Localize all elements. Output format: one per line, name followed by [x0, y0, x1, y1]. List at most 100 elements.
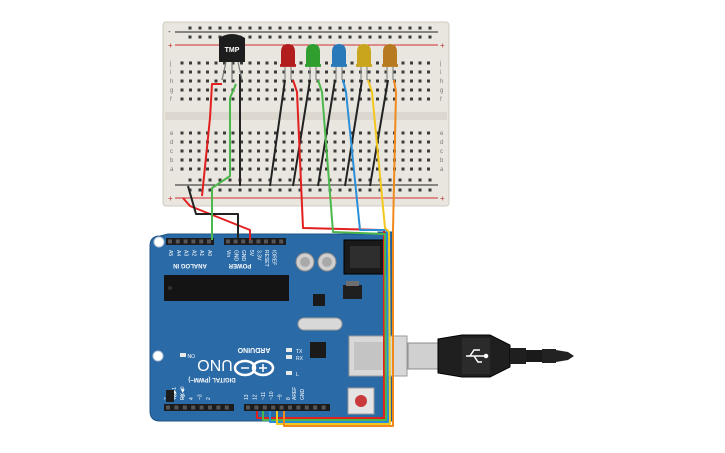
- bb-hole: [316, 140, 320, 144]
- bb-hole: [180, 61, 184, 65]
- header-pin[interactable]: [199, 239, 204, 244]
- wire-red-sensor[interactable]: [201, 83, 222, 197]
- header-pin[interactable]: [233, 239, 238, 244]
- header-pin[interactable]: [174, 405, 179, 410]
- bb-hole: [367, 88, 371, 92]
- header-pin[interactable]: [304, 405, 309, 410]
- bb-hole: [376, 70, 379, 74]
- header-pin[interactable]: [199, 405, 204, 410]
- digital-header-high[interactable]: [244, 404, 330, 411]
- header-pin[interactable]: [191, 239, 196, 244]
- bb-hole: [257, 158, 260, 162]
- header-pin-holes: [166, 239, 326, 410]
- led-blue[interactable]: [331, 44, 347, 80]
- header-pin[interactable]: [246, 405, 250, 410]
- header-pin[interactable]: [264, 239, 268, 244]
- bb-hole: [359, 97, 362, 101]
- header-pin[interactable]: [191, 405, 196, 410]
- rail-hole: [248, 35, 252, 39]
- wire-black-gnd[interactable]: [187, 185, 239, 240]
- wire-yellow-pin[interactable]: [276, 79, 391, 425]
- header-pin[interactable]: [262, 405, 267, 410]
- usb-cable[interactable]: [407, 334, 574, 378]
- bb-hole: [240, 79, 243, 83]
- digital-header-low[interactable]: [164, 404, 234, 411]
- wire-green-pin[interactable]: [262, 79, 387, 421]
- pin-label-gnd: GND: [300, 389, 306, 401]
- header-pin[interactable]: [279, 239, 284, 244]
- wire-black-led1[interactable]: [269, 79, 286, 187]
- bb-hole: [265, 79, 269, 83]
- rail-hole: [208, 188, 212, 192]
- rail-hole: [188, 26, 192, 30]
- bb-hole: [359, 158, 362, 162]
- header-pin[interactable]: [183, 239, 188, 244]
- led-red[interactable]: [280, 44, 296, 80]
- sensor-label: TMP: [225, 47, 240, 54]
- header-pin[interactable]: [321, 405, 326, 410]
- bb-hole: [427, 88, 430, 92]
- bb-hole: [180, 97, 184, 101]
- bb-hole: [274, 167, 277, 171]
- bb-hole: [325, 79, 328, 83]
- wire-black-led2[interactable]: [292, 79, 311, 187]
- bb-hole: [197, 97, 201, 101]
- power-header[interactable]: [224, 238, 286, 245]
- pin-label: ~6: [172, 394, 178, 400]
- header-pin[interactable]: [168, 239, 172, 244]
- header-pin[interactable]: [248, 239, 253, 244]
- bb-hole: [342, 140, 345, 144]
- header-pin[interactable]: [296, 405, 301, 410]
- header-pin[interactable]: [271, 239, 276, 244]
- bb-hole: [384, 158, 388, 162]
- header-pin[interactable]: [208, 405, 212, 410]
- analog-header[interactable]: [166, 238, 214, 245]
- wire-black-led3[interactable]: [317, 79, 336, 187]
- rail-hole: [348, 178, 352, 182]
- bb-hole: [410, 88, 413, 92]
- bb-hole: [223, 167, 226, 171]
- bb-hole: [231, 97, 235, 101]
- atmega-chip: [164, 275, 289, 301]
- header-pin[interactable]: [271, 405, 276, 410]
- rail-hole: [378, 35, 382, 39]
- header-pin[interactable]: [175, 239, 180, 244]
- usb-chip: [310, 342, 326, 358]
- led-green[interactable]: [305, 44, 321, 80]
- bb-hole: [359, 140, 362, 144]
- header-pin[interactable]: [216, 405, 221, 410]
- on-led: [180, 353, 186, 357]
- header-pin[interactable]: [313, 405, 318, 410]
- header-pin[interactable]: [254, 405, 259, 410]
- bb-hole: [427, 79, 430, 83]
- header-pin[interactable]: [224, 405, 229, 410]
- bb-hole: [376, 88, 379, 92]
- bb-hole: [240, 61, 243, 65]
- bb-hole: [333, 131, 337, 135]
- header-pin[interactable]: [288, 405, 292, 410]
- wire-orange-pin[interactable]: [283, 79, 397, 427]
- bb-hole: [197, 79, 201, 83]
- wire-black-led5[interactable]: [369, 79, 389, 187]
- rx-label: RX: [296, 356, 304, 362]
- header-pin[interactable]: [279, 405, 284, 410]
- header-pin[interactable]: [207, 239, 211, 244]
- header-pin[interactable]: [256, 239, 261, 244]
- rail-minus-top: -: [168, 27, 171, 36]
- header-pin[interactable]: [241, 239, 246, 244]
- led-yellow[interactable]: [356, 44, 372, 80]
- bb-hole: [223, 61, 226, 65]
- wire-green-a0[interactable]: [211, 83, 237, 240]
- row-letter: c: [170, 149, 173, 155]
- header-pin[interactable]: [182, 405, 187, 410]
- bb-hole: [359, 167, 362, 171]
- wire-black-led4[interactable]: [344, 79, 363, 187]
- header-pin[interactable]: [166, 405, 170, 410]
- bb-hole: [197, 131, 201, 135]
- temperature-sensor[interactable]: TMP: [219, 34, 245, 81]
- wire-red-5v[interactable]: [182, 197, 251, 240]
- header-pin[interactable]: [226, 239, 230, 244]
- led-orange[interactable]: [382, 44, 398, 80]
